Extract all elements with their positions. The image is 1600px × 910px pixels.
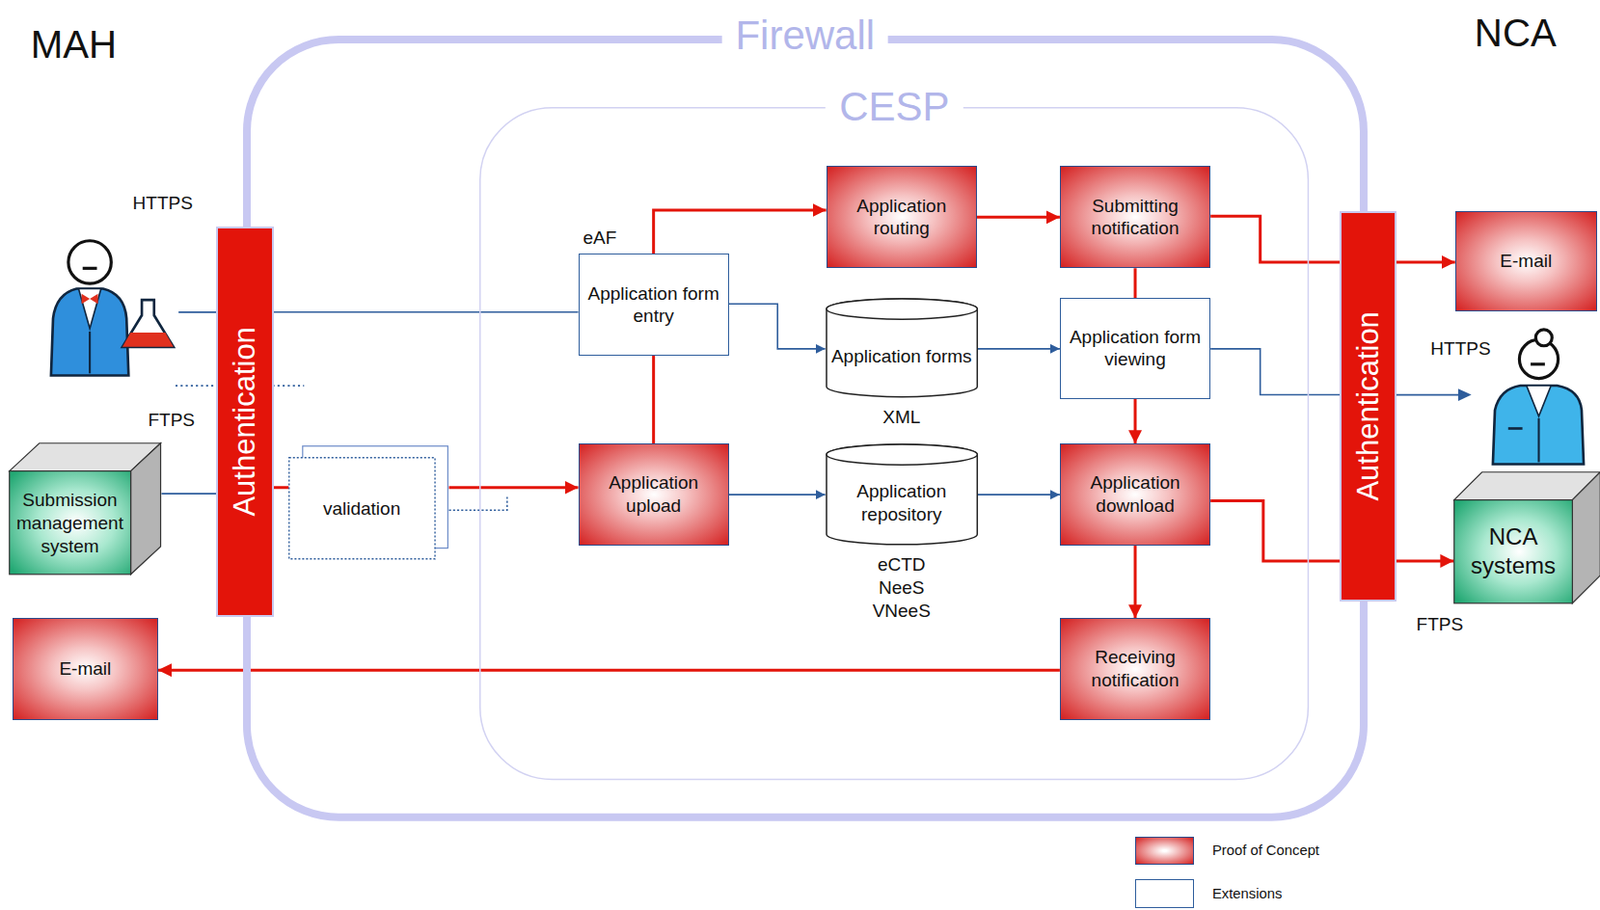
person-shirt bbox=[78, 288, 101, 328]
cylinder-top bbox=[826, 444, 977, 465]
region-outline bbox=[246, 39, 1364, 818]
legend-row: Extensions bbox=[1135, 879, 1441, 909]
access-line bbox=[1394, 394, 1460, 397]
protocol-label: HTTPS bbox=[133, 192, 193, 216]
poc-box: Application routing bbox=[826, 165, 977, 269]
node-label: Authentication bbox=[226, 326, 265, 516]
person-shirt bbox=[1526, 385, 1551, 417]
cylinder-body bbox=[826, 298, 977, 398]
connector bbox=[729, 303, 826, 350]
legend-sample bbox=[1135, 879, 1194, 909]
person-mouth bbox=[82, 267, 98, 271]
node-caption: eCTD NeeS VNeeS bbox=[872, 553, 931, 623]
node-label: Submitting notification bbox=[1068, 194, 1202, 242]
poc-box: E-mail bbox=[1455, 211, 1598, 312]
node-caption: eAF bbox=[583, 226, 618, 250]
connector bbox=[977, 493, 1060, 496]
person-head bbox=[68, 241, 111, 284]
node-label: Application forms bbox=[831, 345, 973, 369]
protocol-label: HTTPS bbox=[1430, 338, 1491, 361]
pocket-line bbox=[1508, 427, 1523, 431]
person-mouth bbox=[1530, 362, 1546, 366]
connector bbox=[273, 311, 579, 314]
poc-box: Application upload bbox=[578, 443, 730, 546]
poc-box: Application download bbox=[1059, 443, 1211, 546]
connector bbox=[977, 348, 1060, 351]
node-label: Application form entry bbox=[587, 282, 721, 329]
node-label: Application routing bbox=[835, 194, 969, 242]
legend-row: Proof of Concept bbox=[1135, 837, 1441, 867]
node-label: Authentication bbox=[1349, 311, 1387, 501]
validation-box: validation bbox=[288, 445, 449, 561]
node-label: Application repository bbox=[831, 480, 973, 527]
system-cube: Submission management system bbox=[8, 442, 162, 576]
legend-text: Extensions bbox=[1212, 885, 1282, 904]
region-outline bbox=[480, 108, 1309, 781]
connector bbox=[273, 486, 290, 489]
coat-line bbox=[88, 331, 91, 374]
legend-text: Proof of Concept bbox=[1212, 841, 1320, 861]
front-sheet bbox=[289, 458, 435, 560]
person-body bbox=[51, 288, 129, 376]
poc-box: Submitting notification bbox=[1059, 165, 1211, 269]
region-title: Firewall bbox=[721, 15, 889, 56]
connector bbox=[1210, 349, 1340, 396]
coat-line bbox=[1537, 418, 1540, 463]
node-label: Submission management system bbox=[11, 488, 129, 558]
arrow-head bbox=[1458, 388, 1472, 402]
legend-swatch bbox=[1135, 837, 1194, 867]
region-title: CESP bbox=[825, 86, 963, 128]
boundary-region: FirewallCESPApplication routingSubmittin… bbox=[243, 35, 1368, 822]
connector bbox=[1210, 216, 1456, 263]
node-caption: XML bbox=[882, 406, 921, 430]
protocol-label: FTPS bbox=[1416, 614, 1465, 637]
node-label: Application upload bbox=[587, 471, 721, 518]
datastore-cylinder: Application formsXML bbox=[825, 298, 978, 399]
connector bbox=[449, 486, 579, 489]
protocol-label: FTPS bbox=[147, 409, 195, 433]
datastore-cylinder: Application repositoryeCTD NeeS VNeeS bbox=[825, 443, 978, 546]
connector bbox=[1210, 500, 1454, 561]
system-cube: NCA systems bbox=[1453, 471, 1600, 605]
bow-tie bbox=[89, 294, 98, 305]
connector bbox=[976, 216, 1060, 219]
poc-box: E-mail bbox=[12, 618, 159, 721]
node-label: Application form viewing bbox=[1068, 325, 1202, 373]
poc-box: Receiving notification bbox=[1059, 618, 1211, 721]
node-label: Application download bbox=[1068, 471, 1202, 518]
connector bbox=[158, 669, 1060, 673]
cylinder-body bbox=[826, 444, 977, 545]
person-body bbox=[1492, 385, 1584, 464]
head-mirror bbox=[1535, 329, 1552, 347]
boundary-region: CESPApplication routingSubmitting notifi… bbox=[479, 107, 1309, 781]
connector bbox=[161, 492, 217, 495]
auth-band: Authentication bbox=[216, 226, 273, 618]
party-name: MAH bbox=[30, 22, 117, 69]
cylinder-top bbox=[826, 298, 977, 320]
node-label: NCA systems bbox=[1456, 522, 1570, 581]
flask-liquid bbox=[122, 332, 174, 348]
node-label: Receiving notification bbox=[1068, 646, 1202, 693]
access-line bbox=[178, 311, 218, 314]
cube-side bbox=[1572, 472, 1600, 604]
cube-front bbox=[9, 471, 132, 575]
connector bbox=[729, 493, 826, 496]
node-label: E-mail bbox=[1499, 249, 1552, 273]
bow-tie bbox=[81, 294, 90, 305]
auth-band: Authentication bbox=[1339, 211, 1397, 602]
connector bbox=[1134, 545, 1138, 619]
extension-box: eAFApplication form entry bbox=[578, 253, 730, 356]
dotted-line bbox=[449, 495, 508, 511]
flask bbox=[122, 299, 174, 348]
extension-box: Application form viewing bbox=[1059, 298, 1211, 400]
party-name: NCA bbox=[1474, 10, 1557, 57]
node-label: validation bbox=[323, 497, 401, 521]
cube-side bbox=[131, 443, 162, 575]
node-label: E-mail bbox=[58, 657, 111, 681]
cube-front bbox=[1454, 499, 1573, 603]
